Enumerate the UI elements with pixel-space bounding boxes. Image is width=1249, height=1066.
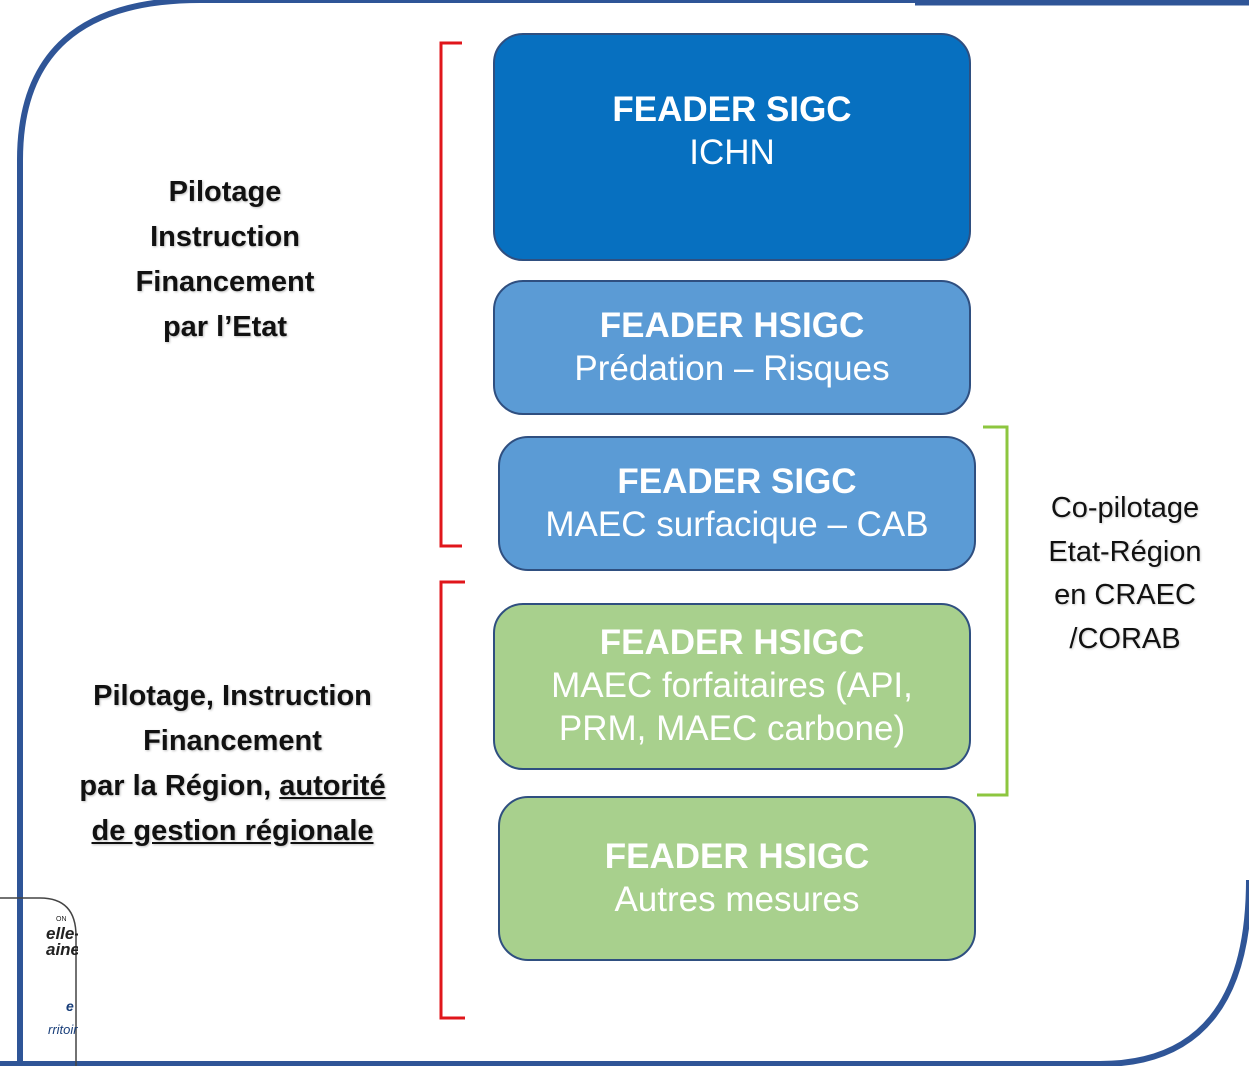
state-label: Pilotage Instruction Financement par l’E… <box>135 176 315 343</box>
box-subtitle: MAEC forfaitaires (API, <box>551 666 913 706</box>
box-feader-hsigc-maec-forfaitaires: FEADER HSIGC MAEC forfaitaires (API, PRM… <box>493 603 971 770</box>
copilot-bracket <box>977 425 1009 797</box>
region-bracket <box>439 580 465 1020</box>
box-title: FEADER HSIGC <box>599 623 865 663</box>
box-subtitle: Autres mesures <box>614 879 860 919</box>
box-feader-hsigc-predation: FEADER HSIGC Prédation – Risques <box>493 280 971 415</box>
box-title: FEADER HSIGC <box>604 836 870 876</box>
box-subtitle: PRM, MAEC carbone) <box>558 708 906 748</box>
copilot-label: Co-pilotage Etat-Région en CRAEC /CORAB <box>1048 492 1202 655</box>
box-subtitle: ICHN <box>689 133 775 172</box>
box-feader-sigc-ichn: FEADER SIGC ICHN <box>493 33 971 261</box>
box-feader-sigc-maec-surfacique: FEADER SIGC MAEC surfacique – CAB <box>498 436 976 571</box>
box-title: FEADER HSIGC <box>599 305 865 345</box>
box-feader-hsigc-autres-mesures: FEADER HSIGC Autres mesures <box>498 796 976 961</box>
box-title: FEADER SIGC <box>617 461 857 501</box>
box-subtitle: MAEC surfacique – CAB <box>545 504 929 544</box>
state-bracket <box>439 41 462 548</box>
region-logo: ON elle- aine e rritoire <box>0 896 78 1066</box>
region-label: Pilotage, Instruction Financement par la… <box>79 680 386 847</box>
box-subtitle: Prédation – Risques <box>574 348 890 388</box>
box-title: FEADER SIGC <box>612 90 852 130</box>
